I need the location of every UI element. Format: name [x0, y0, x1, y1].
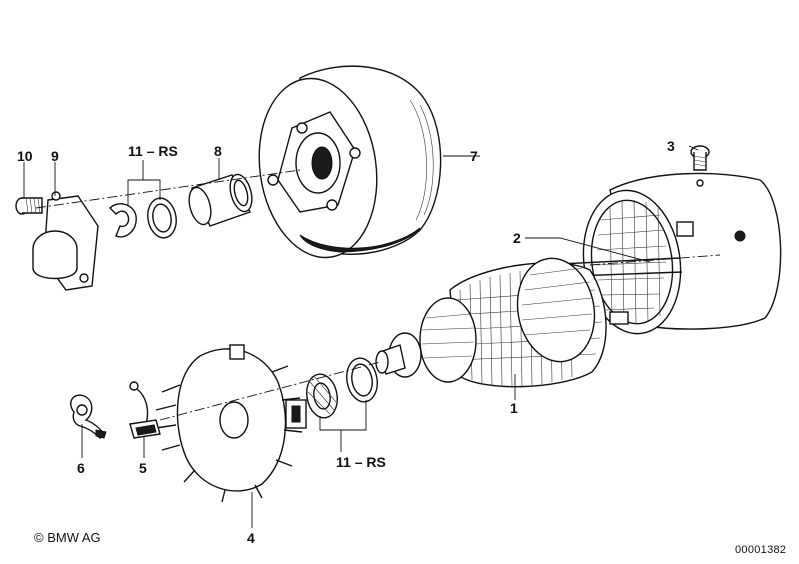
callout-2: 2: [513, 230, 521, 246]
part-7-housing-cover: [258, 65, 442, 259]
callout-11-top: 11 – RS: [128, 143, 178, 159]
callout-8: 8: [214, 143, 222, 159]
callout-11-bottom: 11 – RS: [336, 454, 386, 470]
callout-9: 9: [51, 148, 59, 164]
callout-3: 3: [667, 138, 675, 154]
document-number: 00001382: [735, 544, 787, 556]
part-5-brush: [129, 381, 161, 439]
part-10-screw: [15, 197, 43, 215]
leader-lines: [23, 145, 699, 528]
callout-10: 10: [17, 148, 33, 164]
callout-1: 1: [510, 400, 518, 416]
part-8-bushing: [188, 173, 253, 227]
part-11-top-washers: [109, 197, 177, 239]
part-11-bottom-washers: [306, 357, 378, 419]
part-6-spring: [70, 394, 107, 439]
part-4-brush-plate: [155, 344, 307, 503]
part-1-armature: [375, 257, 683, 388]
assembly-centerline: [35, 169, 721, 421]
callout-4: 4: [247, 530, 255, 546]
copyright-notice: © BMW AG: [34, 530, 101, 545]
callout-6: 6: [77, 460, 85, 476]
callout-5: 5: [139, 460, 147, 476]
part-3-screw: [690, 145, 710, 171]
part-9-cap-plate: [32, 191, 99, 291]
callout-7: 7: [470, 148, 478, 164]
